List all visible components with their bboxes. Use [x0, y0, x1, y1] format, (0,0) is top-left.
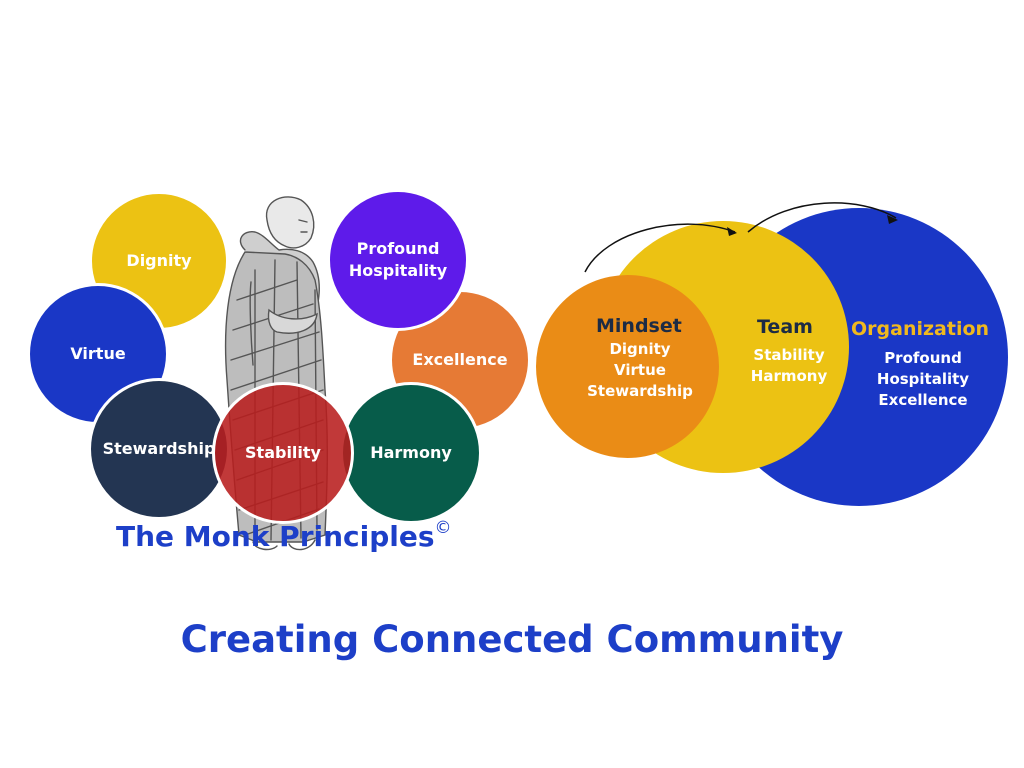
brand-title: The Monk Principles©: [116, 518, 452, 553]
organization-title: Organization: [851, 318, 990, 340]
mindset-title: Mindset: [596, 315, 682, 337]
profound-hospitality-label-line1: Profound: [356, 239, 440, 259]
harmony-circle: Harmony: [340, 382, 482, 524]
dignity-label: Dignity: [126, 251, 192, 271]
mindset-circle: [536, 275, 719, 458]
mindset-list: Dignity Virtue Stewardship: [580, 339, 700, 402]
organization-item-profound: Profound: [884, 349, 962, 367]
mindset-item-dignity: Dignity: [609, 340, 671, 358]
team-item-stability: Stability: [753, 346, 825, 364]
organization-item-hospitality: Hospitality: [876, 370, 970, 388]
team-list: Stability Harmony: [744, 345, 834, 387]
team-item-harmony: Harmony: [750, 367, 828, 385]
stewardship-circle: Stewardship: [88, 378, 230, 520]
tagline: Creating Connected Community: [180, 618, 844, 661]
stability-label: Stability: [245, 443, 321, 463]
profound-hospitality-label: Profound Hospitality: [349, 238, 447, 281]
brand-name: The Monk Principles: [116, 520, 435, 553]
profound-hospitality-circle: Profound Hospitality: [327, 189, 469, 331]
excellence-label: Excellence: [412, 350, 508, 370]
profound-hospitality-label-line2: Hospitality: [348, 261, 448, 280]
team-title: Team: [757, 316, 813, 338]
organization-list: Profound Hospitality Excellence: [868, 348, 978, 411]
harmony-label: Harmony: [370, 443, 452, 463]
organization-item-excellence: Excellence: [878, 391, 968, 409]
stability-circle: Stability: [212, 382, 354, 524]
virtue-label: Virtue: [70, 344, 126, 364]
mindset-item-stewardship: Stewardship: [587, 382, 693, 400]
copyright-mark: ©: [434, 518, 452, 538]
stewardship-label: Stewardship: [102, 439, 216, 459]
mindset-item-virtue: Virtue: [614, 361, 666, 379]
